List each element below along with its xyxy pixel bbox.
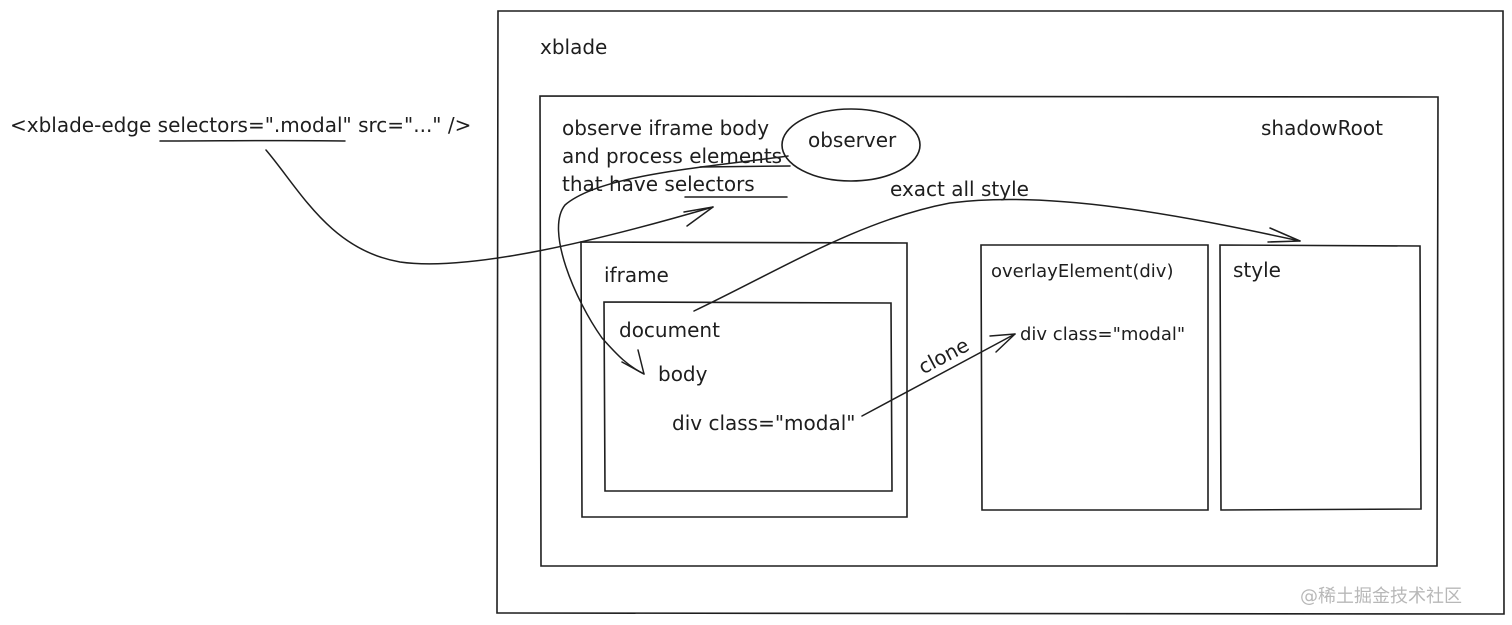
- xblade-label: xblade: [540, 35, 607, 59]
- xblade-edge-snippet: <xblade-edge selectors=".modal" src="...…: [10, 113, 471, 137]
- iframe-box: [580, 241, 908, 518]
- iframe-label: iframe: [604, 263, 669, 287]
- overlay-element-box: [980, 244, 1209, 511]
- target-modal-div: div class="modal": [1020, 324, 1185, 345]
- source-modal-div: div class="modal": [672, 411, 855, 435]
- overlay-element-label: overlayElement(div): [991, 261, 1173, 282]
- shadow-root-label: shadowRoot: [1261, 116, 1383, 140]
- watermark: @稀土掘金技术社区: [1300, 586, 1462, 607]
- observe-body-arrow: [557, 155, 789, 375]
- exact-style-label: exact all style: [890, 177, 1029, 201]
- style-box: [1219, 244, 1422, 511]
- style-label: style: [1233, 258, 1281, 282]
- document-box: [603, 301, 893, 492]
- selectors-arrow: [265, 149, 714, 265]
- observer-note-line1: observe iframe body: [562, 116, 769, 140]
- exact-style-arrow: [693, 198, 1301, 312]
- document-label: document: [619, 318, 720, 342]
- selectors-arrow-head: [683, 206, 714, 227]
- shadow-root-box: [539, 95, 1439, 567]
- observer-label: observer: [808, 128, 897, 152]
- clone-arrow-head: [989, 333, 1016, 353]
- body-label: body: [658, 362, 708, 386]
- observer-note-line2: and process elements: [562, 144, 782, 168]
- observe-body-arrow-head: [621, 349, 645, 375]
- clone-arrow: [861, 333, 1016, 417]
- observer-ellipse: [781, 108, 921, 182]
- xblade-box: [496, 10, 1505, 615]
- elements-underline: [699, 165, 791, 168]
- observer-note-line3: that have selectors: [562, 172, 755, 196]
- exact-style-arrow-head: [1267, 227, 1301, 243]
